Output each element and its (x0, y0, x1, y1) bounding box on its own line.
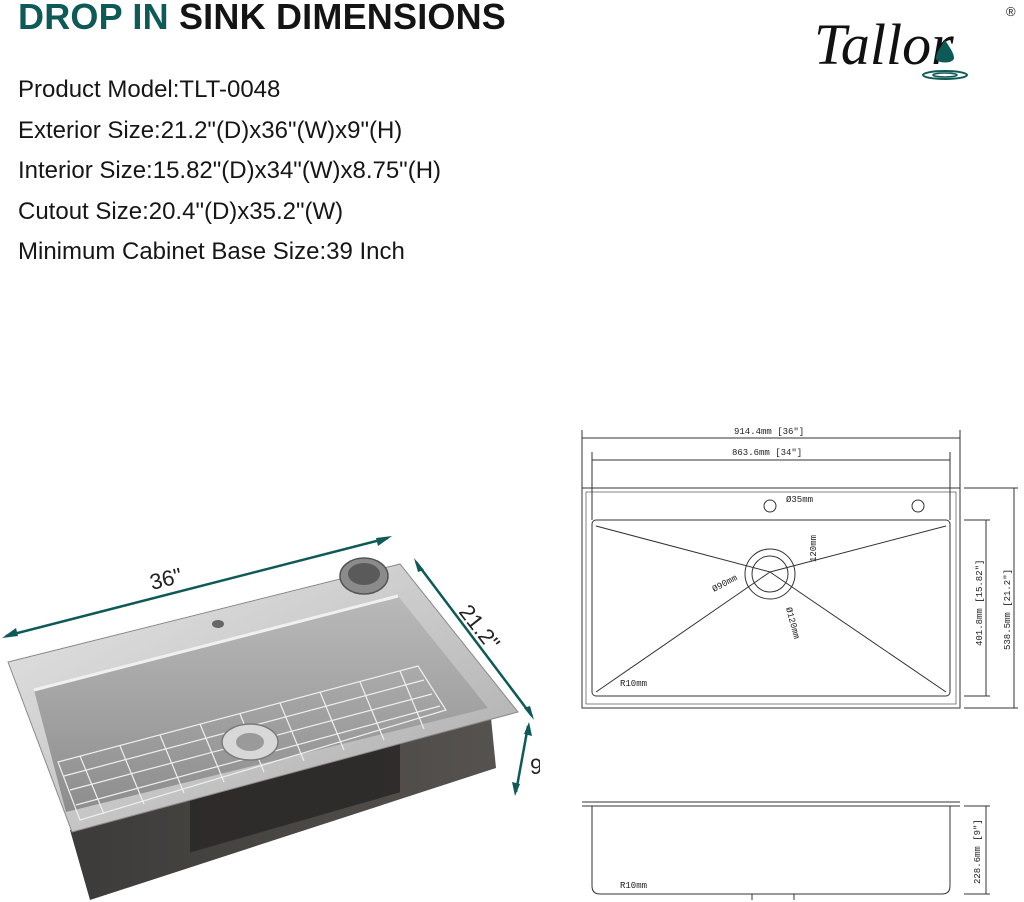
overall-depth-label: 538.5mm [21.2"] (1003, 569, 1013, 650)
sink-body-panel (190, 728, 400, 853)
faucet-hole (212, 620, 224, 628)
title-rest: SINK DIMENSIONS (178, 0, 507, 37)
spec-model: Product Model:TLT-0048 (18, 76, 281, 103)
top-view-drawing: 914.4mm [36"] 863.6mm [34"] Ø35mm 120mm … (581, 427, 1018, 709)
bottom-grid (57, 665, 447, 821)
title-accent: DROP IN (18, 0, 169, 37)
drain-offset-label: 120mm (809, 535, 819, 562)
drain-strainer (221, 723, 279, 761)
page-title: DROP IN SINK DIMENSIONS (18, 0, 506, 38)
width-label: 36" (147, 563, 184, 595)
drain-inner-label: Ø120mm (783, 606, 801, 640)
registered-mark: ® (1006, 4, 1016, 19)
spec-cutout-size: Cutout Size:20.4"(D)x35.2"(W) (18, 197, 344, 225)
faucet-hole-label: Ø35mm (786, 495, 813, 505)
overall-width-label: 914.4mm [36"] (734, 427, 804, 437)
corner-radius-label: R10mm (620, 679, 647, 689)
side-corner-radius-label: R10mm (620, 881, 647, 891)
side-view-drawing: R10mm 228.6mm [9"] (582, 801, 990, 900)
spec-min-cabinet: Minimum Cabinet Base Size:39 Inch (18, 238, 405, 265)
sink-illustration: 36" 21.2" 9" (2, 536, 540, 900)
brand-logo-text: Tallor (814, 12, 954, 77)
drain-outer-label: Ø90mm (711, 573, 740, 595)
inner-width-label: 863.6mm [34"] (732, 448, 802, 458)
cup-rinser (339, 557, 389, 595)
spec-list: Product Model:TLT-0048 Exterior Size:21.… (18, 70, 441, 273)
height-dimension: 9" (512, 722, 540, 796)
brand-logo: Tallor ® (814, 4, 1016, 80)
inner-depth-label: 401.8mm [15.82"] (975, 560, 985, 646)
side-height-label: 228.6mm [9"] (973, 819, 983, 884)
water-drop-icon (922, 40, 968, 80)
spec-exterior-size: Exterior Size:21.2"(D)x36"(W)x9"(H) (18, 116, 403, 144)
height-label: 9" (530, 754, 540, 779)
spec-interior-size: Interior Size:15.82"(D)x34"(W)x8.75"(H) (18, 157, 442, 184)
sink-basin (34, 596, 488, 812)
